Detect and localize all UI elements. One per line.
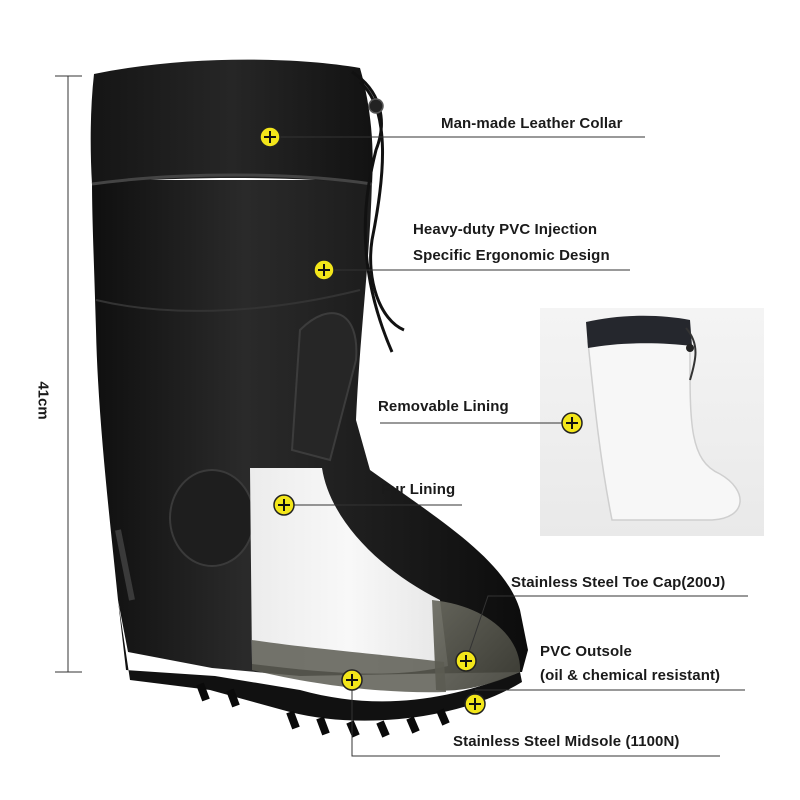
outsole-tread: [196, 682, 450, 738]
liner-collar: [586, 315, 692, 348]
outsole: [118, 600, 522, 721]
marker-plus-icon: [464, 693, 486, 715]
collar-seam: [91, 173, 373, 186]
marker-plus-icon: [455, 650, 477, 672]
marker-plus-icon: [341, 669, 363, 691]
label-midsole: Stainless Steel Midsole (1100N): [453, 733, 680, 750]
height-label: 41cm: [34, 381, 52, 420]
liner-drawstring: [685, 327, 697, 381]
liner-body: [587, 339, 741, 521]
label-removable-lining: Removable Lining: [378, 398, 509, 415]
steel-toe-cap: [432, 600, 521, 691]
drawstring-toggle: [686, 344, 694, 352]
height-dimension-line: [55, 75, 82, 673]
steel-midsole: [252, 640, 446, 693]
marker-plus-icon: [561, 412, 583, 434]
drawstring-toggle: [368, 98, 384, 114]
feature-markers: [259, 126, 583, 715]
marker-plus-icon: [313, 259, 335, 281]
ergonomic-panel: [290, 312, 358, 462]
ankle-disc: [169, 469, 255, 567]
main-boot: [90, 59, 528, 738]
drawstring: [351, 70, 394, 353]
marker-plus-icon: [259, 126, 281, 148]
label-collar: Man-made Leather Collar: [441, 115, 623, 132]
label-ergonomic: Specific Ergonomic Design: [413, 247, 610, 264]
marker-plus-icon: [273, 494, 295, 516]
shaft-rib: [115, 529, 135, 601]
label-pvc-injection: Heavy-duty PVC Injection: [413, 221, 598, 238]
label-outsole-note: (oil & chemical resistant): [540, 667, 721, 684]
label-toe-cap: Stainless Steel Toe Cap(200J): [511, 574, 726, 591]
fur-lining-cutaway: [250, 468, 448, 674]
shaft-rib: [95, 289, 361, 312]
label-outsole: PVC Outsole: [540, 643, 632, 660]
leather-collar: [90, 59, 373, 185]
label-fur-lining: Fur Lining: [381, 481, 456, 498]
leader-lines: [270, 136, 748, 757]
